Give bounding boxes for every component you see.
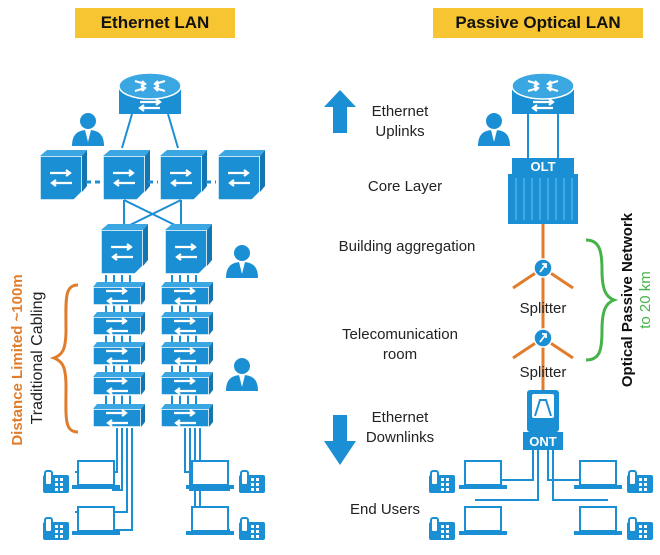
- distance-brace: [49, 283, 79, 434]
- telecom-room-label: Telecomunication room: [325, 325, 475, 365]
- ethernet-lan-header: Ethernet LAN: [75, 8, 235, 38]
- ont-label: ONT: [529, 434, 557, 449]
- laptop-icon: [573, 460, 623, 490]
- phone-icon: [238, 470, 266, 494]
- laptop-icon: [458, 460, 508, 490]
- ont-icon: [523, 390, 563, 450]
- telecom-room-line-1: Telecomunication: [342, 326, 458, 343]
- ethernet-uplinks-line-1: Ethernet: [371, 103, 429, 120]
- splitter-bottom-label: Splitter: [520, 364, 567, 381]
- core-switch-2-icon: [102, 149, 151, 201]
- end-users-label: End Users: [349, 501, 421, 518]
- distribution-switch-2-icon: [164, 223, 213, 275]
- passive-optical-lan-header: Passive Optical LAN: [433, 8, 643, 38]
- laptop-icon: [458, 506, 508, 536]
- downlink-arrow-icon: [324, 415, 356, 465]
- to-20km-label: to 20 km: [637, 271, 654, 329]
- telecom-room-line-2: room: [382, 346, 418, 363]
- core-layer-label: Core Layer: [367, 178, 443, 195]
- access-switch-stack-right: [160, 281, 214, 428]
- core-cross-links: [123, 199, 182, 229]
- phone-icon: [238, 517, 266, 541]
- optical-network-brace: [585, 238, 619, 362]
- admin-person-icon: [72, 113, 104, 146]
- core-switch-4-icon: [217, 149, 266, 201]
- phone-icon: [428, 517, 456, 541]
- core-switch-1-icon: [39, 149, 88, 201]
- laptop-icon: [185, 506, 235, 536]
- ethernet-uplinks-label: Ethernet Uplinks: [355, 102, 445, 142]
- ethernet-downlinks-line-2: Downlinks: [365, 429, 435, 446]
- pon-admin-person-icon: [478, 113, 510, 146]
- end-user-devices-right: [428, 460, 654, 541]
- ethernet-lan-section: [39, 71, 266, 541]
- ethernet-uplinks-line-2: Uplinks: [375, 123, 425, 140]
- phone-icon: [626, 470, 654, 494]
- uplink-arrow-icon: [324, 90, 356, 133]
- splitter-top-label: Splitter: [520, 300, 567, 317]
- distance-limited-label: Distance Limited ~100m: [9, 274, 26, 445]
- laptop-icon: [185, 460, 235, 490]
- ethernet-downlinks-label: Ethernet Downlinks: [355, 408, 445, 448]
- olt-label: OLT: [530, 159, 555, 174]
- phone-icon: [626, 517, 654, 541]
- user-person-2-icon: [226, 358, 258, 391]
- olt-icon: [508, 158, 578, 224]
- phone-icon: [42, 517, 70, 541]
- access-switch-stack-left: [92, 281, 146, 428]
- optical-passive-network-label: Optical Passive Network: [619, 212, 636, 387]
- phone-icon: [42, 470, 70, 494]
- building-aggregation-label: Building aggregation: [338, 238, 476, 255]
- ethernet-downlinks-line-1: Ethernet: [371, 409, 429, 426]
- pon-router-icon: [510, 71, 576, 116]
- distribution-switch-1-icon: [100, 223, 149, 275]
- user-person-icon: [226, 245, 258, 278]
- passive-optical-lan-section: OLT Splitter Splitter ONT: [428, 71, 654, 541]
- laptop-icon: [71, 506, 121, 536]
- laptop-icon: [71, 460, 121, 490]
- core-switch-3-icon: [159, 149, 208, 201]
- laptop-icon: [573, 506, 623, 536]
- core-router-icon: [117, 71, 183, 116]
- traditional-cabling-label: Traditional Cabling: [29, 292, 46, 425]
- phone-icon: [428, 470, 456, 494]
